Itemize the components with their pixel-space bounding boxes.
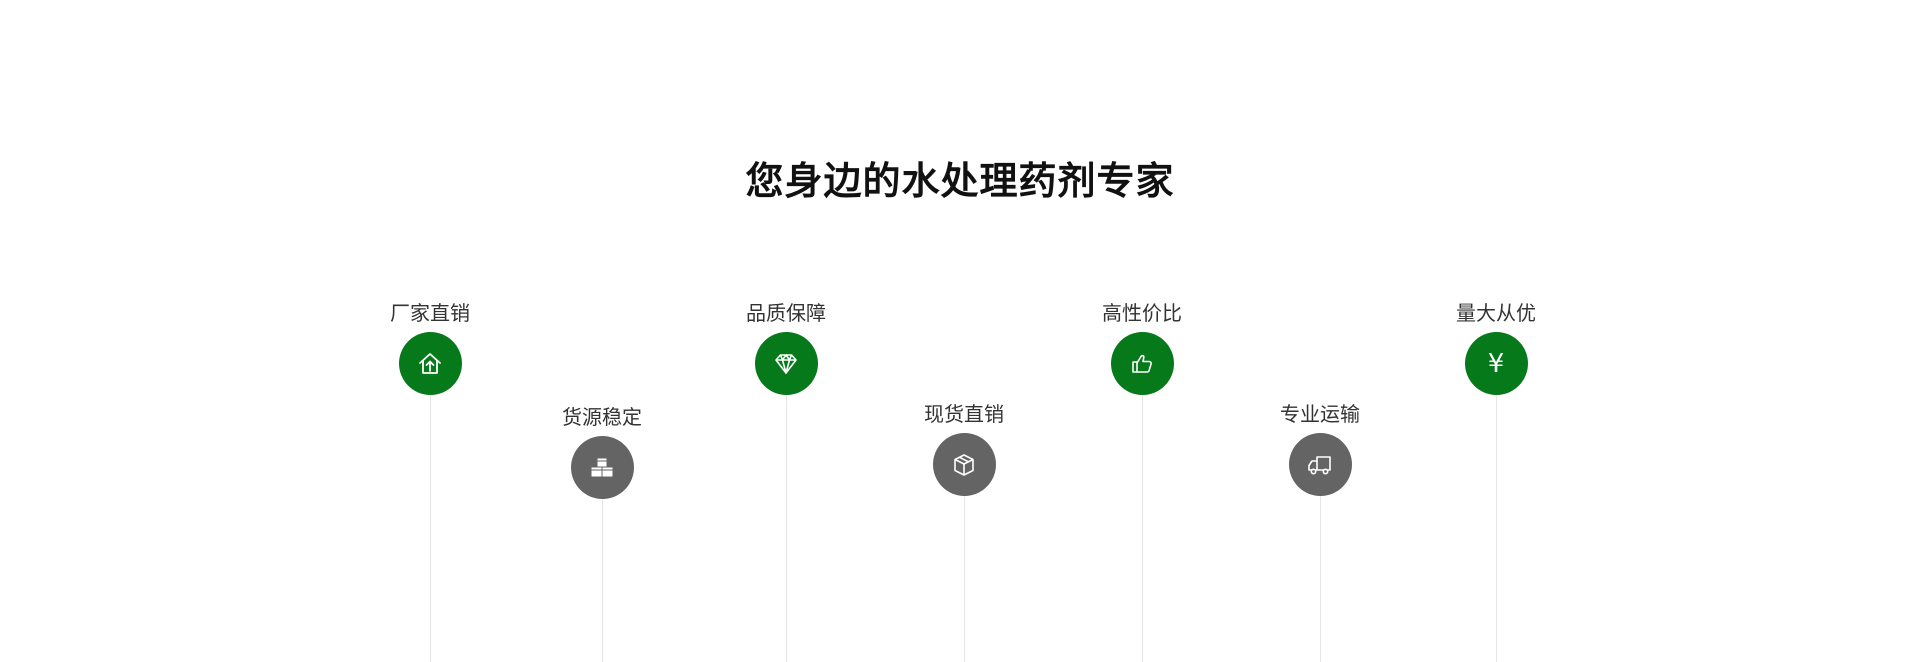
feature-in-stock-sales[interactable]: 现货直销	[874, 401, 1054, 662]
feature-cost-effective[interactable]: 高性价比	[1052, 300, 1232, 662]
feature-quality-guarantee[interactable]: 品质保障	[696, 300, 876, 662]
yen-icon: ¥	[1487, 348, 1505, 379]
feature-label: 高性价比	[1102, 301, 1182, 325]
feature-label: 专业运输	[1280, 402, 1360, 426]
section-title: 您身边的水处理药剂专家	[745, 159, 1175, 203]
feature-bulk-discount[interactable]: 量大从优 ¥	[1406, 300, 1586, 662]
timeline-stem	[1319, 496, 1321, 662]
delivery-truck-icon	[1308, 455, 1331, 474]
stacked-boxes-icon	[590, 457, 614, 477]
thumbs-up-icon	[1132, 354, 1152, 373]
timeline-stem	[1495, 395, 1497, 662]
diamond-icon	[775, 353, 797, 374]
feature-icon-circle[interactable]	[754, 332, 818, 395]
timeline-stem	[963, 496, 965, 662]
feature-icon-circle[interactable]	[1288, 433, 1352, 496]
feature-label: 厂家直销	[390, 301, 470, 325]
feature-label: 量大从优	[1456, 301, 1536, 325]
feature-icon-circle[interactable]	[1110, 332, 1174, 395]
house-arrow-up-icon	[419, 352, 441, 374]
timeline-stem	[601, 499, 603, 662]
feature-label: 货源稳定	[562, 405, 642, 429]
feature-professional-transport[interactable]: 专业运输	[1230, 401, 1410, 662]
package-box-icon	[954, 453, 974, 476]
timeline-stem	[785, 395, 787, 662]
feature-icon-circle[interactable]	[570, 436, 634, 499]
feature-icon-circle[interactable]	[398, 332, 462, 395]
timeline-stem	[1141, 395, 1143, 662]
feature-stable-supply[interactable]: 货源稳定	[512, 404, 692, 662]
timeline-stem	[429, 395, 431, 662]
feature-label: 现货直销	[924, 402, 1004, 426]
feature-icon-circle[interactable]: ¥	[1464, 332, 1528, 395]
feature-label: 品质保障	[746, 301, 826, 325]
feature-factory-direct[interactable]: 厂家直销	[340, 300, 520, 662]
feature-icon-circle[interactable]	[932, 433, 996, 496]
